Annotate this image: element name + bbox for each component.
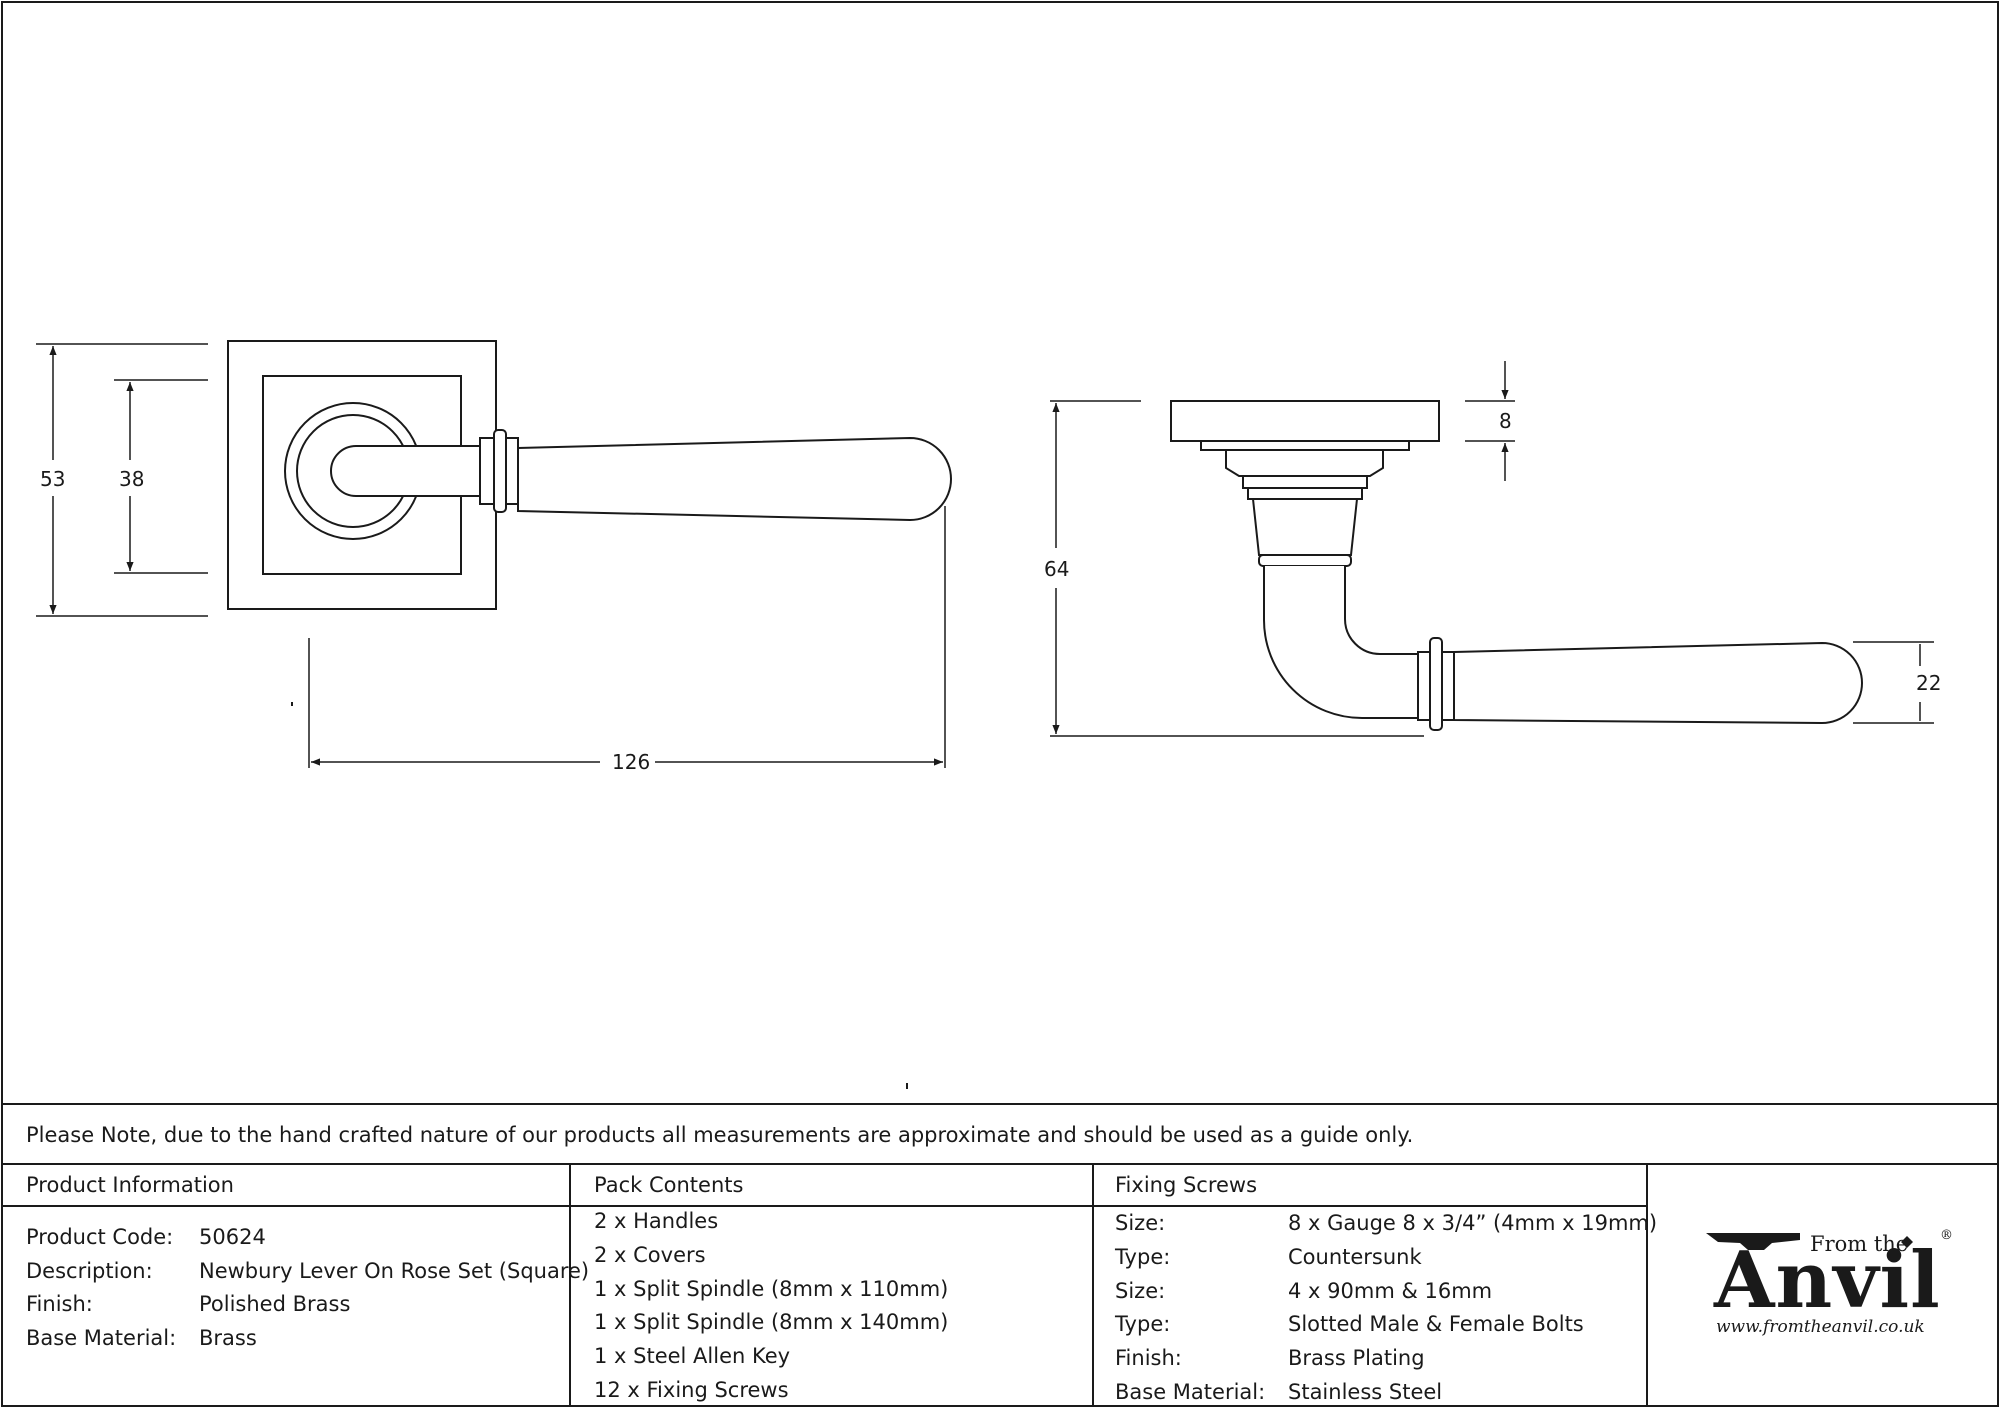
neck-body	[1251, 498, 1359, 556]
logo-registered-mark: ®	[1940, 1228, 1953, 1243]
pack-contents-header: Pack Contents	[594, 1173, 744, 1197]
description-value: Newbury Lever On Rose Set (Square)	[199, 1259, 590, 1283]
lever-collar-1	[479, 437, 495, 505]
screw-material-label: Base Material:	[1115, 1380, 1266, 1404]
bolt-type-value: Slotted Male & Female Bolts	[1288, 1312, 1584, 1336]
rose-step	[1200, 440, 1410, 451]
neck-collar	[1258, 554, 1352, 567]
screw-size-label: Size:	[1115, 1211, 1166, 1235]
anvil-logo-icon	[1706, 1233, 1913, 1250]
side-lever-grip	[1453, 641, 1863, 725]
pack-item: 1 x Split Spindle (8mm x 140mm)	[594, 1310, 949, 1334]
measurement-note: Please Note, due to the hand crafted nat…	[26, 1123, 1414, 1147]
dim-lever-length: 126	[612, 750, 651, 774]
screw-material-value: Stainless Steel	[1288, 1380, 1443, 1404]
pack-item: 2 x Handles	[594, 1209, 719, 1233]
side-view	[1170, 400, 1863, 731]
lever-grip	[517, 436, 952, 522]
product-info-header: Product Information	[26, 1173, 234, 1197]
pack-item: 1 x Split Spindle (8mm x 110mm)	[594, 1277, 949, 1301]
description-label: Description:	[26, 1259, 153, 1283]
pack-item: 2 x Covers	[594, 1243, 706, 1267]
rose-plate	[1170, 400, 1440, 442]
bolt-size-label: Size:	[1115, 1279, 1166, 1303]
front-view	[227, 340, 952, 610]
neck-ring-2	[1247, 487, 1363, 500]
logo-from-the: From the	[1810, 1232, 1909, 1256]
base-material-label: Base Material:	[26, 1326, 177, 1350]
screw-finish-value: Brass Plating	[1288, 1346, 1425, 1370]
fixing-screws-header: Fixing Screws	[1115, 1173, 1258, 1197]
screw-type-value: Countersunk	[1288, 1245, 1422, 1269]
lever-neck	[330, 445, 481, 497]
base-material-value: Brass	[199, 1326, 257, 1350]
side-collar-1	[1417, 651, 1431, 721]
logo-url: www.fromtheanvil.co.uk	[1716, 1317, 1925, 1337]
screw-type-label: Type:	[1115, 1245, 1171, 1269]
dim-rose-outer: 53	[40, 467, 66, 491]
pack-item: 1 x Steel Allen Key	[594, 1344, 791, 1368]
screw-finish-label: Finish:	[1115, 1346, 1182, 1370]
dim-rose-inner: 38	[119, 467, 145, 491]
product-code-label: Product Code:	[26, 1225, 174, 1249]
lever-collar-2	[493, 429, 507, 513]
info-table-grid	[2, 1103, 1998, 1406]
dim-rose-thickness: 8	[1499, 409, 1512, 433]
front-dimensions	[36, 343, 946, 768]
side-dimensions	[1050, 361, 1934, 737]
finish-value: Polished Brass	[199, 1292, 351, 1316]
side-collar-2	[1429, 637, 1443, 731]
bolt-type-label: Type:	[1115, 1312, 1171, 1336]
rose-base	[1225, 449, 1384, 477]
bolt-size-value: 4 x 90mm & 16mm	[1288, 1279, 1493, 1303]
pack-item: 12 x Fixing Screws	[594, 1378, 789, 1402]
dim-grip-height: 22	[1916, 671, 1942, 695]
side-collar-3	[1441, 651, 1455, 721]
lever-collar-3	[505, 437, 519, 505]
neck-ring-1	[1242, 475, 1368, 489]
screw-size-value: 8 x Gauge 8 x 3/4” (4mm x 19mm)	[1288, 1211, 1658, 1235]
lever-elbow	[1263, 566, 1419, 719]
finish-label: Finish:	[26, 1292, 93, 1316]
logo-brand-name: Anvil	[1714, 1235, 1941, 1326]
product-code-value: 50624	[199, 1225, 266, 1249]
dim-projection: 64	[1044, 557, 1070, 581]
